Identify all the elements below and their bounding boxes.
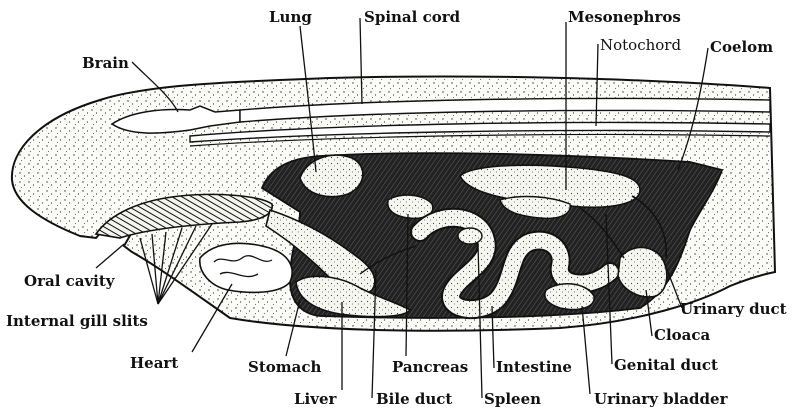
label-pancreas: Pancreas <box>392 358 468 376</box>
label-internal-gill-slits: Internal gill slits <box>6 312 148 330</box>
label-bile-duct: Bile duct <box>376 390 452 408</box>
label-spleen: Spleen <box>484 390 541 408</box>
label-urinary-duct: Urinary duct <box>680 300 787 318</box>
label-notochord: Notochord <box>600 36 681 54</box>
label-lung: Lung <box>269 8 312 26</box>
label-stomach: Stomach <box>248 358 321 376</box>
label-spinal-cord: Spinal cord <box>364 8 461 26</box>
label-urinary-bladder: Urinary bladder <box>594 390 729 408</box>
label-heart: Heart <box>130 354 178 372</box>
label-cloaca: Cloaca <box>654 326 710 344</box>
label-coelom: Coelom <box>710 38 773 56</box>
label-oral-cavity: Oral cavity <box>24 272 116 290</box>
label-brain: Brain <box>82 54 129 72</box>
spleen-shape <box>458 228 482 244</box>
label-intestine: Intestine <box>496 358 572 376</box>
label-genital-duct: Genital duct <box>614 356 718 374</box>
label-mesonephros: Mesonephros <box>568 8 681 26</box>
label-liver: Liver <box>294 390 338 408</box>
